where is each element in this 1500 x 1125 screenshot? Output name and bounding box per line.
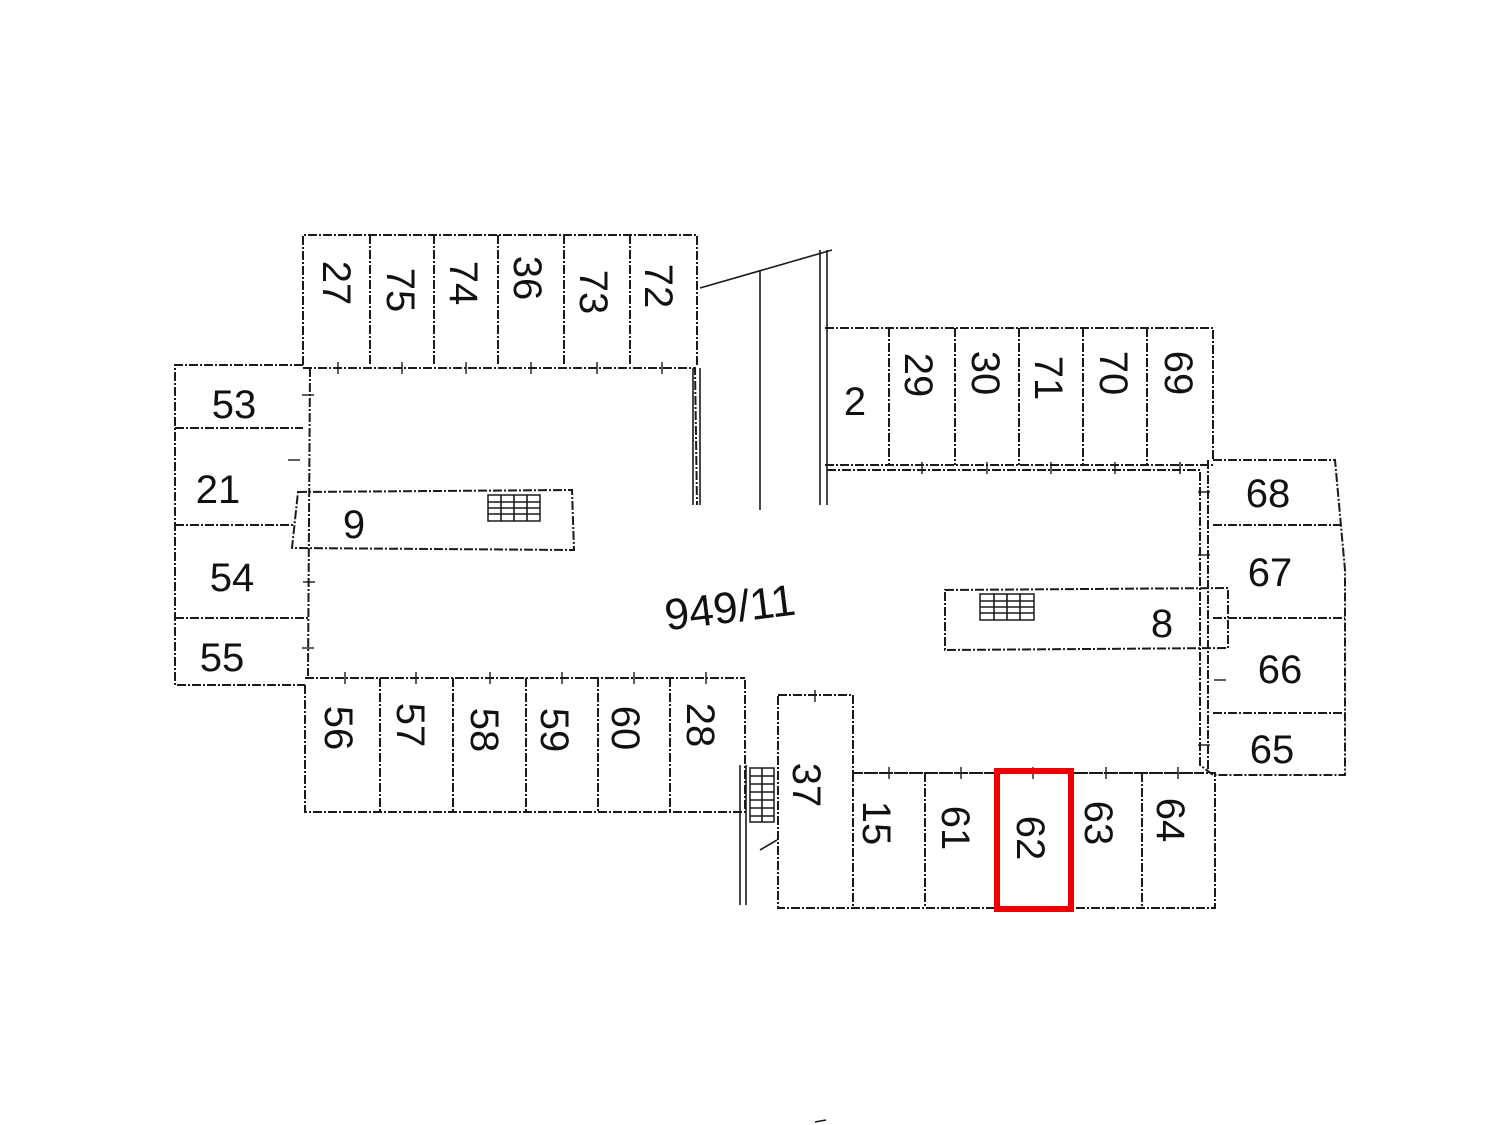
- parcel-label-28: 28: [678, 703, 722, 748]
- parcel-label-67: 67: [1248, 551, 1293, 595]
- parcel-label-73: 73: [571, 270, 615, 315]
- parcel-labels: 27 75 74 36 73 72 2 29 30 71 70 69 53 21…: [196, 256, 1303, 861]
- parcel-label-58: 58: [462, 708, 506, 753]
- parcel-label-69: 69: [1156, 351, 1200, 396]
- parcel-label-55: 55: [200, 636, 245, 680]
- parcel-label-8: 8: [1151, 602, 1173, 646]
- stair-icon: [979, 593, 1035, 621]
- parcel-label-72: 72: [636, 264, 680, 309]
- inner-units: [290, 488, 1229, 652]
- highlighted-parcel-62: [994, 768, 1074, 912]
- parcel-label-63: 63: [1076, 801, 1120, 846]
- stair-icon: [749, 767, 775, 823]
- parcel-label-61: 61: [933, 806, 977, 851]
- parcel-label-74: 74: [441, 261, 485, 306]
- parcel-dividers: [175, 235, 1345, 908]
- parcel-label-75: 75: [378, 268, 422, 313]
- parcel-label-21: 21: [196, 468, 241, 512]
- stair-icon: [487, 494, 541, 522]
- parcel-label-70: 70: [1091, 351, 1135, 396]
- parcel-label-15: 15: [854, 801, 898, 846]
- center-parcel-label: 949/11: [662, 576, 798, 641]
- parcel-label-64: 64: [1148, 798, 1192, 843]
- parcel-label-60: 60: [603, 706, 647, 751]
- parcel-label-71: 71: [1026, 356, 1070, 401]
- parcel-label-2: 2: [844, 380, 866, 424]
- parcel-label-27: 27: [314, 261, 358, 306]
- parcel-label-30: 30: [963, 351, 1007, 396]
- parcel-label-57: 57: [388, 703, 432, 748]
- boundary-ticks: [288, 362, 1226, 779]
- parcel-label-36: 36: [505, 256, 549, 301]
- parcel-label-54: 54: [210, 556, 255, 600]
- parcel-label-66: 66: [1258, 648, 1303, 692]
- parcel-label-65: 65: [1250, 728, 1295, 772]
- parcel-label-29: 29: [896, 353, 940, 398]
- scan-mark: [814, 1119, 827, 1123]
- parcel-label-9: 9: [343, 503, 365, 547]
- parcel-label-37: 37: [784, 763, 828, 808]
- parcel-label-53: 53: [212, 383, 257, 427]
- parcel-label-68: 68: [1246, 472, 1291, 516]
- parcel-label-56: 56: [316, 706, 360, 751]
- parcel-label-62: 62: [1008, 816, 1052, 861]
- parcel-label-59: 59: [532, 708, 576, 753]
